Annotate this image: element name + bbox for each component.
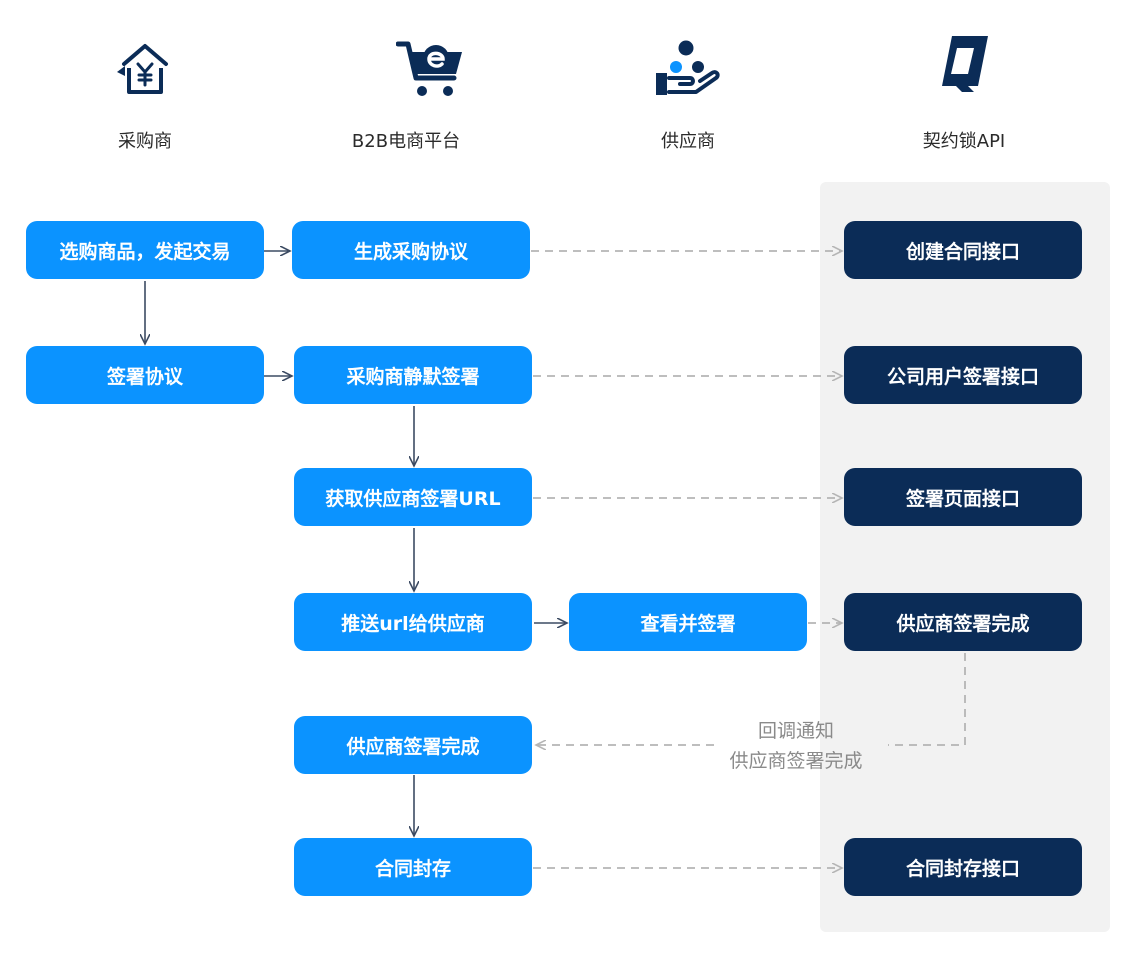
node-view-and-sign[interactable]: 查看并签署 — [569, 593, 807, 651]
node-api-company-sign[interactable]: 公司用户签署接口 — [844, 346, 1082, 404]
actor-label-platform: B2B电商平台 — [351, 131, 461, 152]
node-contract-archive[interactable]: 合同封存 — [294, 838, 532, 896]
node-initiate-transaction[interactable]: 选购商品，发起交易 — [26, 221, 264, 279]
node-api-create-contract[interactable]: 创建合同接口 — [844, 221, 1082, 279]
node-get-supplier-url[interactable]: 获取供应商签署URL — [294, 468, 532, 526]
node-api-archive[interactable]: 合同封存接口 — [844, 838, 1082, 896]
node-api-supplier-complete[interactable]: 供应商签署完成 — [844, 593, 1082, 651]
callback-label-line2: 供应商签署完成 — [729, 750, 863, 772]
actor-label-api: 契约锁API — [922, 131, 1006, 152]
callback-label-line1: 回调通知 — [757, 720, 834, 742]
node-buyer-silent-sign[interactable]: 采购商静默签署 — [294, 346, 532, 404]
node-api-sign-page[interactable]: 签署页面接口 — [844, 468, 1082, 526]
hand-people-icon — [656, 40, 720, 95]
actor-label-supplier: 供应商 — [661, 131, 715, 152]
node-push-url[interactable]: 推送url给供应商 — [294, 593, 532, 651]
qiyuesuo-logo-icon — [942, 36, 988, 92]
api-panel-background — [820, 182, 1110, 932]
house-yen-icon — [117, 44, 168, 94]
actor-label-buyer: 采购商 — [118, 131, 172, 152]
node-generate-agreement[interactable]: 生成采购协议 — [292, 221, 530, 279]
callback-label: 回调通知 供应商签署完成 — [706, 716, 886, 776]
node-sign-agreement[interactable]: 签署协议 — [26, 346, 264, 404]
dash-callback — [888, 653, 966, 746]
cart-e-icon — [396, 41, 462, 96]
node-supplier-sign-done[interactable]: 供应商签署完成 — [294, 716, 532, 774]
